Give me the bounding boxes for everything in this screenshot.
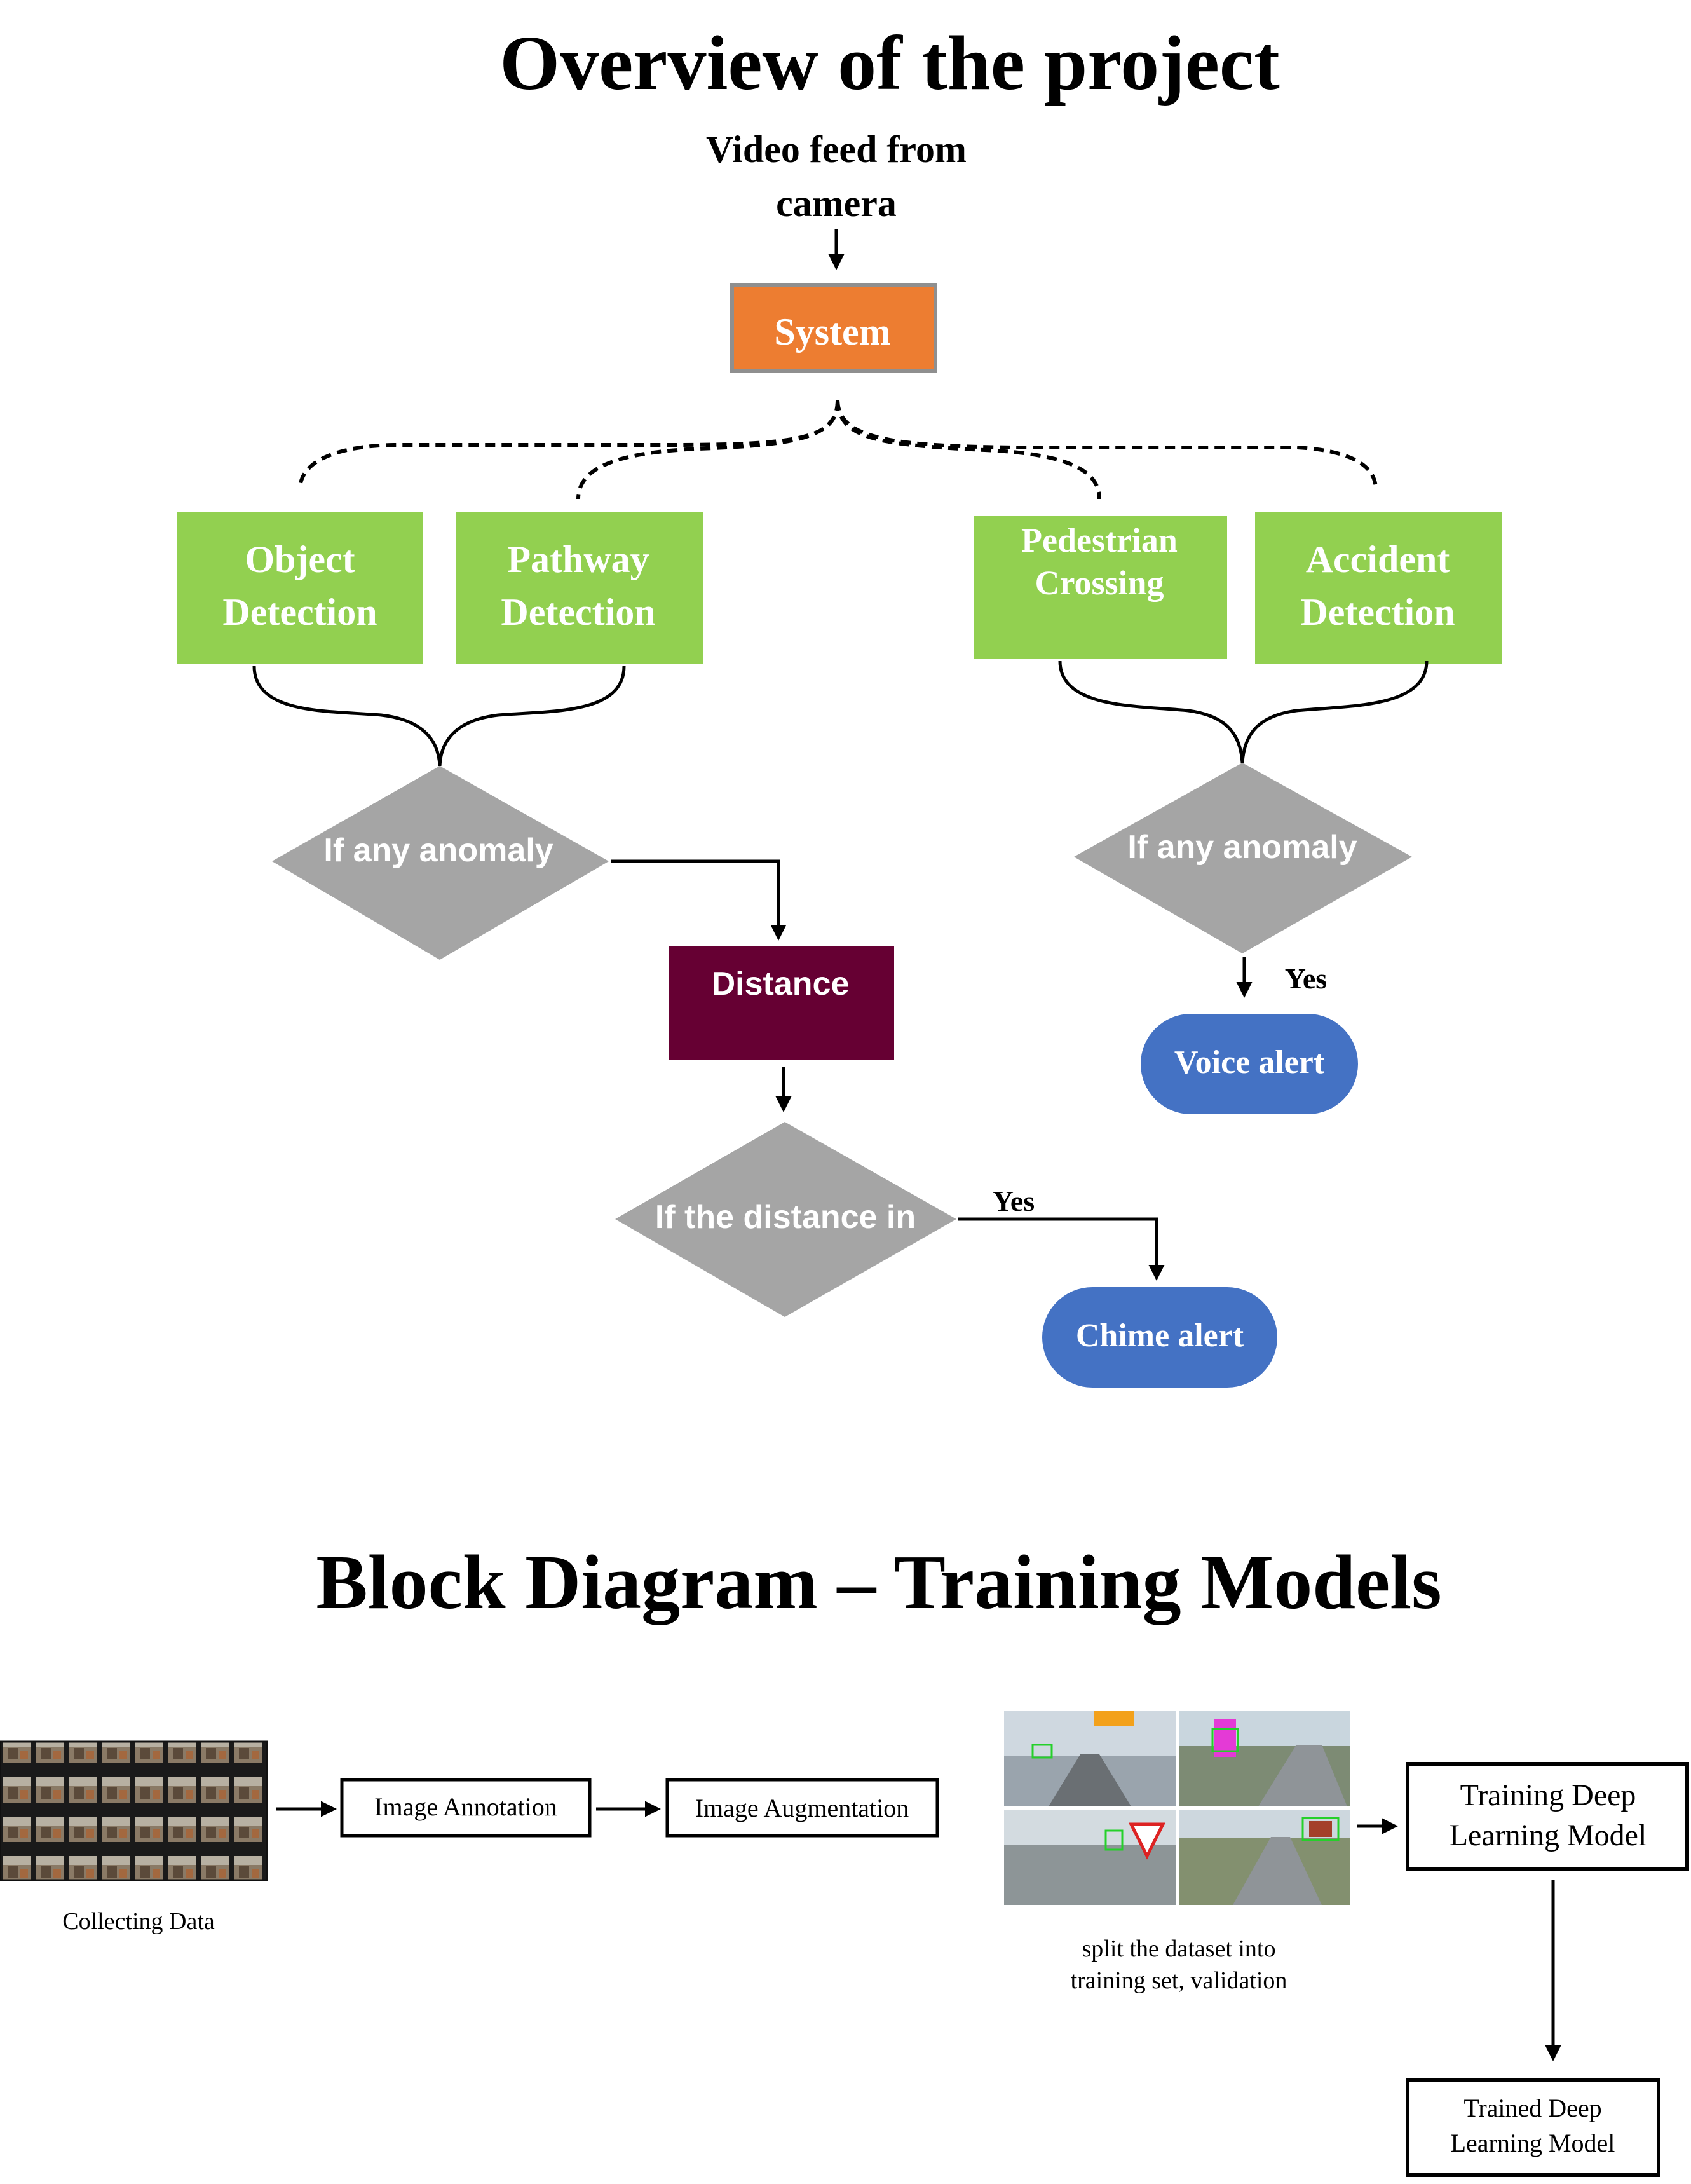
voice-alert-pill <box>1141 1014 1358 1114</box>
module-box <box>456 512 703 664</box>
merge-curve-left <box>252 665 626 767</box>
split-dataset-image <box>1004 1711 1350 1905</box>
voice-alert-label: Voice alert <box>1174 1044 1325 1081</box>
training-box <box>1406 1762 1689 1871</box>
chime-alert-pill <box>1042 1287 1277 1388</box>
input-label-line1: Video feed from <box>706 128 967 170</box>
split-caption-line1: split the dataset into <box>1082 1935 1275 1962</box>
module-pathway-detection: Pathway Detection <box>456 512 703 664</box>
trained-box <box>1406 2078 1660 2177</box>
system-box <box>730 283 937 373</box>
input-label-line2: camera <box>776 182 897 224</box>
distance-node: Distance <box>669 946 894 1060</box>
decision-diamond <box>1074 763 1412 953</box>
trained-label-line1: Trained Deep <box>1463 2094 1601 2122</box>
annotation-box <box>340 1778 592 1838</box>
decision-distance: If the distance in <box>615 1122 956 1317</box>
module-pedestrian-crossing: Pedestrian Crossing <box>974 516 1227 659</box>
voice-alert-node: Voice alert <box>1141 1014 1358 1114</box>
collecting-data-caption: Collecting Data <box>62 1908 215 1935</box>
distance-label: Distance <box>712 966 850 1002</box>
annotation-label: Image Annotation <box>374 1792 557 1821</box>
split-caption-line2: training set, validation <box>1071 1967 1287 1994</box>
chime-alert-node: Chime alert <box>1042 1287 1277 1388</box>
module-box <box>974 516 1227 659</box>
yes-label-chime: Yes <box>993 1185 1035 1217</box>
system-label: System <box>774 311 890 353</box>
decision-label: If the distance in <box>655 1199 916 1236</box>
module-label-line1: Pedestrian <box>1021 521 1178 559</box>
module-box <box>177 512 423 664</box>
branch-to-pathway <box>576 400 839 500</box>
training-title: Block Diagram – Training Models <box>316 1539 1441 1625</box>
module-label-line2: Detection <box>1300 591 1455 633</box>
image-augmentation-node: Image Augmentation <box>665 1778 939 1838</box>
module-label-line2: Crossing <box>1035 564 1164 602</box>
trained-label-line2: Learning Model <box>1451 2129 1615 2157</box>
training-label-line1: Training Deep <box>1460 1778 1636 1812</box>
distance-box <box>669 946 894 1060</box>
merge-curve-right <box>1058 660 1429 763</box>
branch-to-accident <box>836 400 1378 490</box>
decision-label: If any anomaly <box>323 832 553 869</box>
image-annotation-node: Image Annotation <box>340 1778 592 1838</box>
module-label-line2: Detection <box>222 591 377 633</box>
arrow-to-distance <box>611 859 787 941</box>
module-label-line2: Detection <box>501 591 655 633</box>
module-label-line1: Accident <box>1306 538 1450 580</box>
module-label-line1: Object <box>245 538 355 580</box>
system-node: System <box>730 283 937 373</box>
arrow-to-chime <box>958 1217 1165 1281</box>
decision-label: If any anomaly <box>1127 829 1357 866</box>
module-box <box>1255 512 1502 664</box>
augmentation-label: Image Augmentation <box>695 1794 909 1822</box>
branch-to-object <box>298 400 839 490</box>
training-label-line2: Learning Model <box>1450 1819 1647 1852</box>
branch-to-pedestrian <box>836 400 1101 500</box>
module-label-line1: Pathway <box>507 538 649 580</box>
trained-model-node: Trained Deep Learning Model <box>1406 2078 1660 2177</box>
augmentation-box <box>665 1778 939 1838</box>
overview-title: Overview of the project <box>499 20 1280 106</box>
decision-diamond <box>615 1122 956 1317</box>
decision-right: If any anomaly <box>1074 763 1412 953</box>
yes-label-voice: Yes <box>1285 962 1327 995</box>
collecting-data-image <box>0 1740 268 1881</box>
decision-left: If any anomaly <box>272 766 609 960</box>
module-accident-detection: Accident Detection <box>1255 512 1502 664</box>
system-branch-connectors <box>298 400 1378 500</box>
chime-alert-label: Chime alert <box>1076 1318 1244 1354</box>
decision-diamond <box>272 766 609 960</box>
thumbnail-grid <box>0 1740 268 1881</box>
module-object-detection: Object Detection <box>177 512 423 664</box>
training-model-node: Training Deep Learning Model <box>1406 1762 1689 1871</box>
